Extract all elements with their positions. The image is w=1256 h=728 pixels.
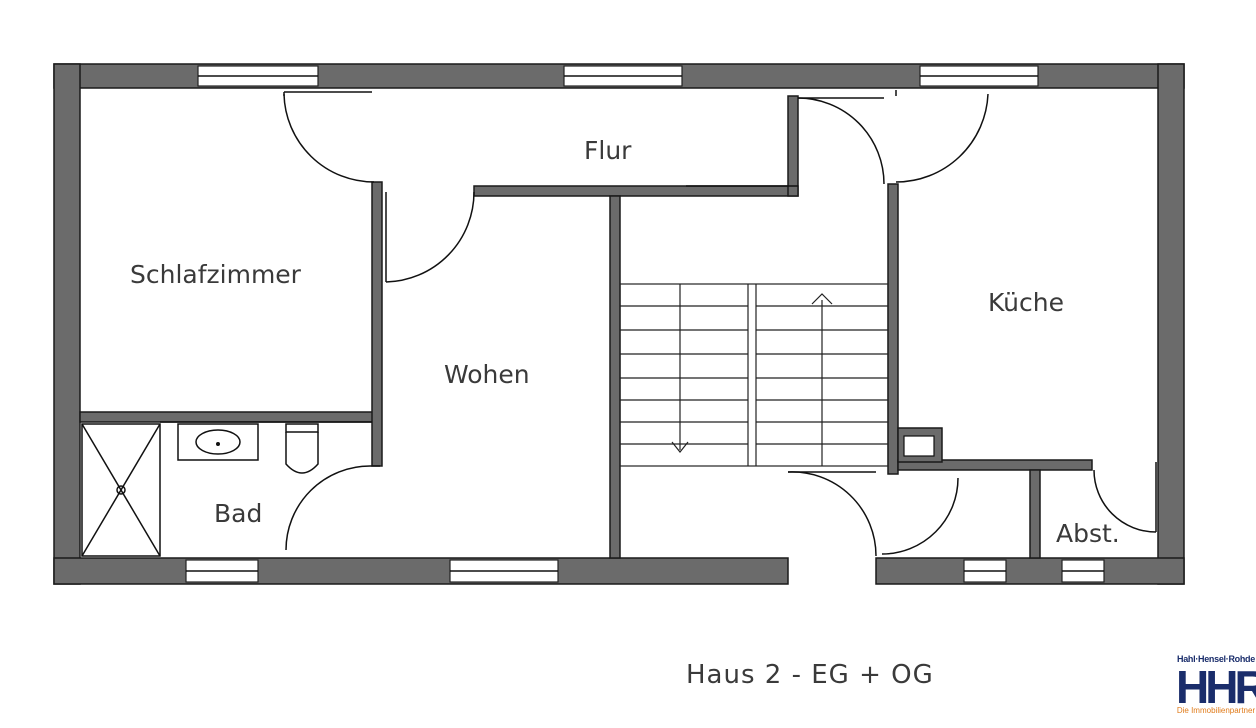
label-kueche: Küche (988, 288, 1064, 317)
wall-abst-left (1029, 469, 1041, 559)
wall-wohen-right (609, 195, 621, 559)
logo-top-text: Hahl·Hensel·Rohde (1177, 654, 1255, 664)
toilet-tank (285, 423, 319, 433)
hhr-logo: Hahl·Hensel·Rohde HHR Die Immobilienpart… (1176, 654, 1256, 715)
wall-schlaf-right (371, 181, 383, 467)
shower (81, 423, 161, 557)
wall-stub-flur (787, 95, 799, 197)
plan-caption: Haus 2 - EG + OG (686, 660, 934, 690)
label-wohen: Wohen (444, 360, 530, 389)
wall-schlaf-bottom (79, 411, 381, 423)
sink (177, 423, 259, 461)
toilet (285, 432, 319, 474)
logo-mark: HHR (1176, 661, 1256, 713)
label-bad: Bad (214, 499, 262, 528)
wall-flur-bottom (473, 185, 799, 197)
bathroom-fixtures (81, 421, 372, 557)
wall-bottom-left (53, 557, 789, 585)
wall-left (53, 63, 81, 585)
stair-outline (619, 283, 889, 467)
label-flur: Flur (584, 136, 632, 165)
label-schlafzimmer: Schlafzimmer (130, 260, 302, 289)
wall-bottom-right (875, 557, 1185, 585)
wall-right (1157, 63, 1185, 585)
doors (283, 90, 1157, 557)
label-abst: Abst. (1056, 519, 1120, 548)
logo-subtitle: Die Immobilienpartner (1176, 706, 1256, 715)
wall-kueche-left (887, 183, 899, 475)
windows (185, 65, 1105, 583)
interior-walls (79, 95, 1093, 559)
wall-kueche-bottom (897, 459, 1093, 471)
staircase (619, 283, 889, 467)
